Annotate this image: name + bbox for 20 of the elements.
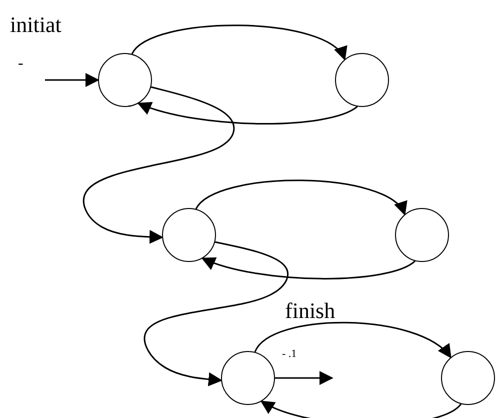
- state-label: -: [18, 56, 24, 72]
- transition-arrow: [131, 24, 346, 60]
- state-circle: [335, 53, 389, 107]
- transition-arrow: [260, 400, 462, 418]
- state-label: - .1: [282, 349, 297, 360]
- transition-arrow: [83, 86, 235, 244]
- state-circle: [441, 351, 495, 405]
- transition-arrow: [275, 371, 334, 385]
- transition-arrow: [201, 256, 416, 280]
- transition-arrow: [195, 180, 406, 216]
- state-label: initiat: [10, 14, 62, 36]
- transition-arrow: [137, 101, 358, 124]
- state-circle: [98, 53, 152, 107]
- state-circle: [221, 351, 275, 405]
- transition-arrow: [45, 73, 100, 87]
- state-label: finish: [285, 300, 336, 322]
- state-circle: [162, 208, 216, 262]
- transition-arrow: [144, 241, 289, 386]
- state-circle: [395, 208, 449, 262]
- transition-arrow: [254, 322, 452, 358]
